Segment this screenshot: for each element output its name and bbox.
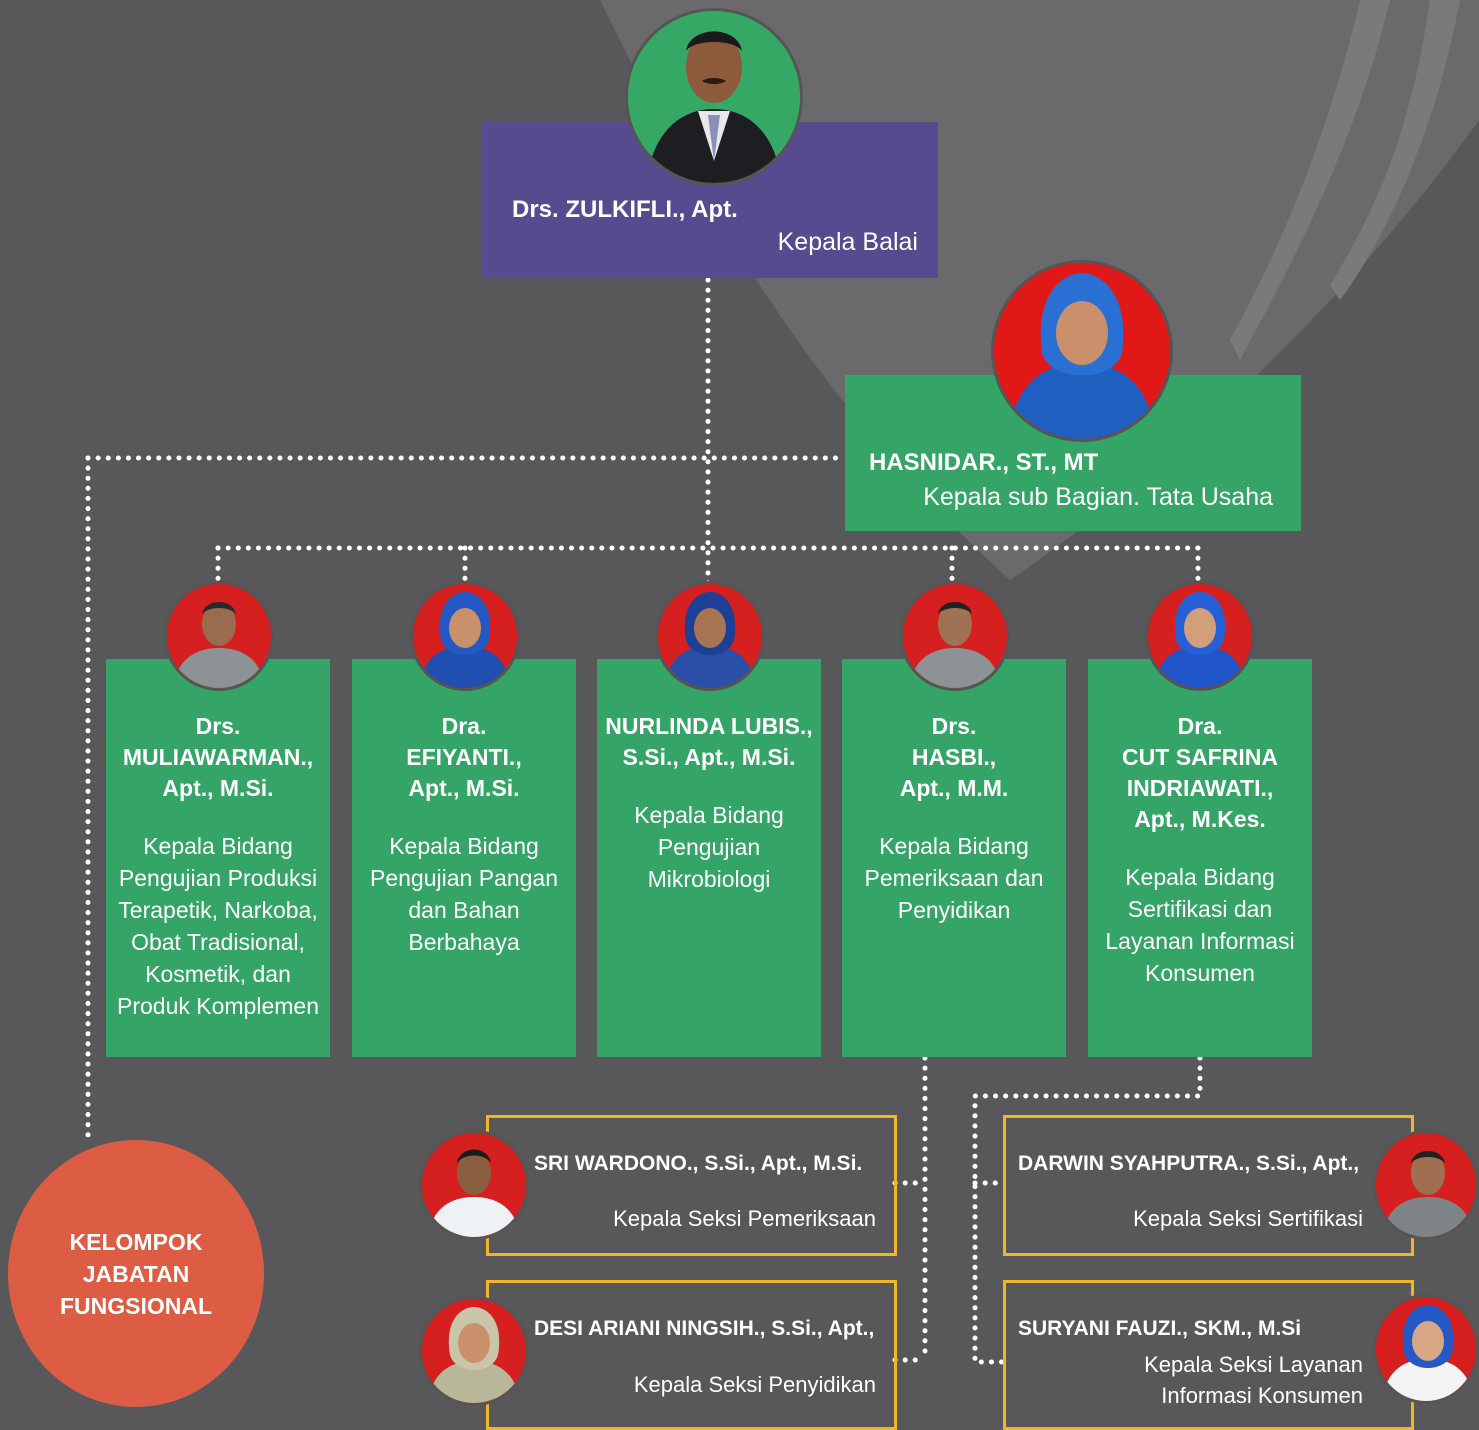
section-role: Kepala Seksi Sertifikasi bbox=[1133, 1206, 1363, 1231]
head-card: Drs. ZULKIFLI., Apt. Kepala Balai bbox=[482, 122, 938, 278]
section-card: DARWIN SYAHPUTRA., S.Si., Apt., Kepala S… bbox=[1003, 1115, 1414, 1256]
person-icon bbox=[422, 1299, 526, 1403]
section-name: DESI ARIANI NINGSIH., S.Si., Apt., bbox=[534, 1317, 875, 1340]
department-name: Drs.HASBI.,Apt., M.M. bbox=[899, 713, 1009, 801]
section-card: DESI ARIANI NINGSIH., S.Si., Apt., Kepal… bbox=[486, 1280, 897, 1430]
head-role: Kepala Balai bbox=[777, 228, 918, 256]
person-icon bbox=[1376, 1133, 1476, 1237]
department-photo bbox=[900, 581, 1010, 691]
person-icon bbox=[413, 584, 517, 688]
person-icon bbox=[994, 263, 1170, 439]
department-name: Drs.MULIAWARMAN.,Apt., M.Si. bbox=[122, 713, 314, 801]
section-photo bbox=[419, 1130, 529, 1240]
department-name: NURLINDA LUBIS.,S.Si., Apt., M.Si. bbox=[605, 713, 813, 770]
person-icon bbox=[903, 584, 1007, 688]
department-name: Dra.EFIYANTI.,Apt., M.Si. bbox=[406, 713, 522, 801]
section-name: SRI WARDONO., S.Si., Apt., M.Si. bbox=[534, 1152, 863, 1175]
section-photo bbox=[1373, 1130, 1479, 1240]
section-name: DARWIN SYAHPUTRA., S.Si., Apt., bbox=[1018, 1152, 1360, 1175]
person-icon bbox=[1376, 1297, 1476, 1401]
person-icon bbox=[658, 584, 762, 688]
section-role: Kepala Seksi Penyidikan bbox=[633, 1372, 876, 1397]
department-photo bbox=[410, 581, 520, 691]
department-card: NURLINDA LUBIS.,S.Si., Apt., M.Si. Kepal… bbox=[597, 659, 821, 1057]
admin-photo bbox=[991, 260, 1173, 442]
person-icon bbox=[1148, 584, 1252, 688]
section-photo bbox=[419, 1296, 529, 1406]
department-card: Drs.MULIAWARMAN.,Apt., M.Si. Kepala Bida… bbox=[106, 659, 330, 1057]
department-photo bbox=[1145, 581, 1255, 691]
admin-name: HASNIDAR., ST., MT bbox=[869, 449, 1099, 476]
person-icon bbox=[167, 584, 271, 688]
head-photo bbox=[625, 8, 803, 186]
section-card: SURYANI FAUZI., SKM., M.Si Kepala Seksi … bbox=[1003, 1280, 1414, 1430]
person-icon bbox=[628, 11, 800, 183]
department-photo bbox=[655, 581, 765, 691]
section-name: SURYANI FAUZI., SKM., M.Si bbox=[1018, 1317, 1302, 1340]
section-card: SRI WARDONO., S.Si., Apt., M.Si. Kepala … bbox=[486, 1115, 897, 1256]
section-photo bbox=[1373, 1294, 1479, 1404]
admin-role: Kepala sub Bagian. Tata Usaha bbox=[923, 483, 1273, 511]
section-role: Kepala Seksi Pemeriksaan bbox=[613, 1206, 876, 1231]
head-name: Drs. ZULKIFLI., Apt. bbox=[512, 196, 738, 223]
department-photo bbox=[164, 581, 274, 691]
person-icon bbox=[422, 1133, 526, 1237]
